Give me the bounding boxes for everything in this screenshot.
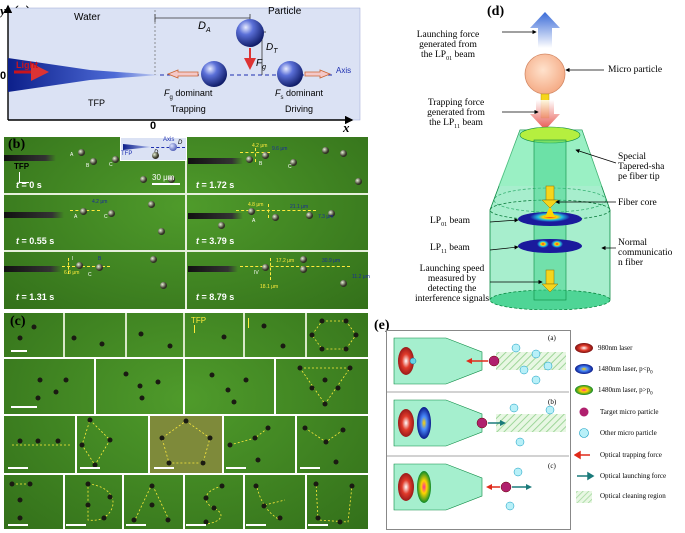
normal-fiber-text: Normal communicatio n fiber: [618, 238, 673, 268]
tfp-label-c: TFP: [191, 316, 207, 325]
sub-a: (a): [548, 334, 556, 342]
legend-other: Other micro particle: [600, 429, 657, 437]
special-fiber-text: Special Tapered-sha pe fiber tip: [618, 152, 665, 182]
panel-d-figure: [489, 12, 617, 310]
tfp-label-b: TFP: [14, 162, 30, 171]
laser1480a-icon: [575, 364, 593, 374]
micro-particle-icon: [524, 53, 566, 95]
panel-d-letter: (d): [487, 4, 505, 19]
micro-particle-text: Micro particle: [608, 65, 663, 75]
legend-launch: Optical launching force: [600, 472, 667, 480]
sub-c: (c): [548, 462, 556, 470]
y-axis-label: y: [0, 3, 6, 18]
sub-b: (b): [548, 398, 557, 406]
scenario-c: [393, 463, 532, 511]
other-particle-icon: [579, 428, 589, 438]
fg-label: Fg: [256, 58, 267, 71]
panel-e-letter: (e): [374, 318, 390, 333]
particle-top: [236, 19, 264, 47]
tfp-label: TFP: [88, 98, 105, 108]
particle-trapped: [201, 61, 227, 87]
inset-tfp: TFP: [121, 151, 133, 157]
legend-1480b: 1480nm laser, p>p0: [598, 386, 653, 397]
time-t0: t = 0 s: [16, 180, 42, 190]
inset-dt: D: [178, 140, 183, 146]
particle-label: Particle: [268, 6, 302, 17]
legend-clean: Optical cleaning region: [600, 492, 666, 500]
speed-text: Launching speed measured by detecting th…: [414, 264, 490, 304]
lp01-text: LP01 beam: [430, 216, 471, 228]
panel-b-letter: (b): [8, 137, 26, 152]
cleaning-region-icon: [576, 491, 592, 503]
axis-label: Axis: [336, 66, 352, 75]
time-t379: t = 3.79 s: [196, 236, 235, 246]
particle-driven: [277, 61, 303, 87]
x-axis-label: x: [343, 120, 350, 135]
water-label: Water: [74, 12, 101, 23]
time-t131: t = 1.31 s: [16, 292, 55, 302]
scenario-a: [393, 337, 566, 385]
laser980-icon: [575, 343, 593, 353]
origin-bottom: 0: [150, 120, 157, 132]
panel-a-figure: [3, 4, 361, 125]
launch-arrow-icon: [530, 12, 560, 48]
light-label: Light: [16, 60, 38, 70]
legend-980: 980nm laser: [598, 344, 633, 352]
lp11-text: LP11 beam: [430, 243, 470, 255]
trapping-label: Fg dominant Trapping: [164, 88, 213, 114]
panel-c-letter: (c): [10, 314, 26, 329]
da-label: DA: [198, 20, 211, 35]
origin-left: 0: [0, 70, 7, 82]
dt-label: DT: [266, 42, 278, 55]
legend-target: Target micro particle: [600, 408, 659, 416]
legend-icons: [574, 343, 595, 503]
trap-force-text: Trapping force generated from the LP11 b…: [427, 98, 485, 130]
legend-trap: Optical trapping force: [600, 451, 662, 459]
panel-e-figure: [386, 337, 569, 511]
laser1480b-icon: [575, 385, 593, 395]
fiber-core-text: Fiber core: [618, 198, 657, 208]
scenario-b: [393, 399, 566, 447]
launch-force-text: Launching force generated from the LP01 …: [416, 30, 480, 62]
driving-label: Fs dominant Driving: [275, 88, 324, 114]
panel-c-shapes: [8, 318, 359, 526]
panel-b-inset: Axis TFP D D: [120, 137, 187, 161]
panel-a-bg: [7, 7, 361, 121]
inset-axis: Axis: [163, 137, 175, 143]
launch-force-icon: [577, 471, 595, 481]
time-t055: t = 0.55 s: [16, 236, 55, 246]
time-t172: t = 1.72 s: [196, 180, 235, 190]
trap-force-icon: [574, 450, 590, 460]
target-particle-icon: [579, 407, 589, 417]
trap-arrow-icon: [530, 100, 560, 130]
scale-30um: 30 μm: [152, 173, 175, 182]
legend-1480a: 1480nm laser, p<p0: [598, 365, 653, 376]
time-t879: t = 8.79 s: [196, 292, 235, 302]
fiber-tip: [4, 155, 56, 161]
